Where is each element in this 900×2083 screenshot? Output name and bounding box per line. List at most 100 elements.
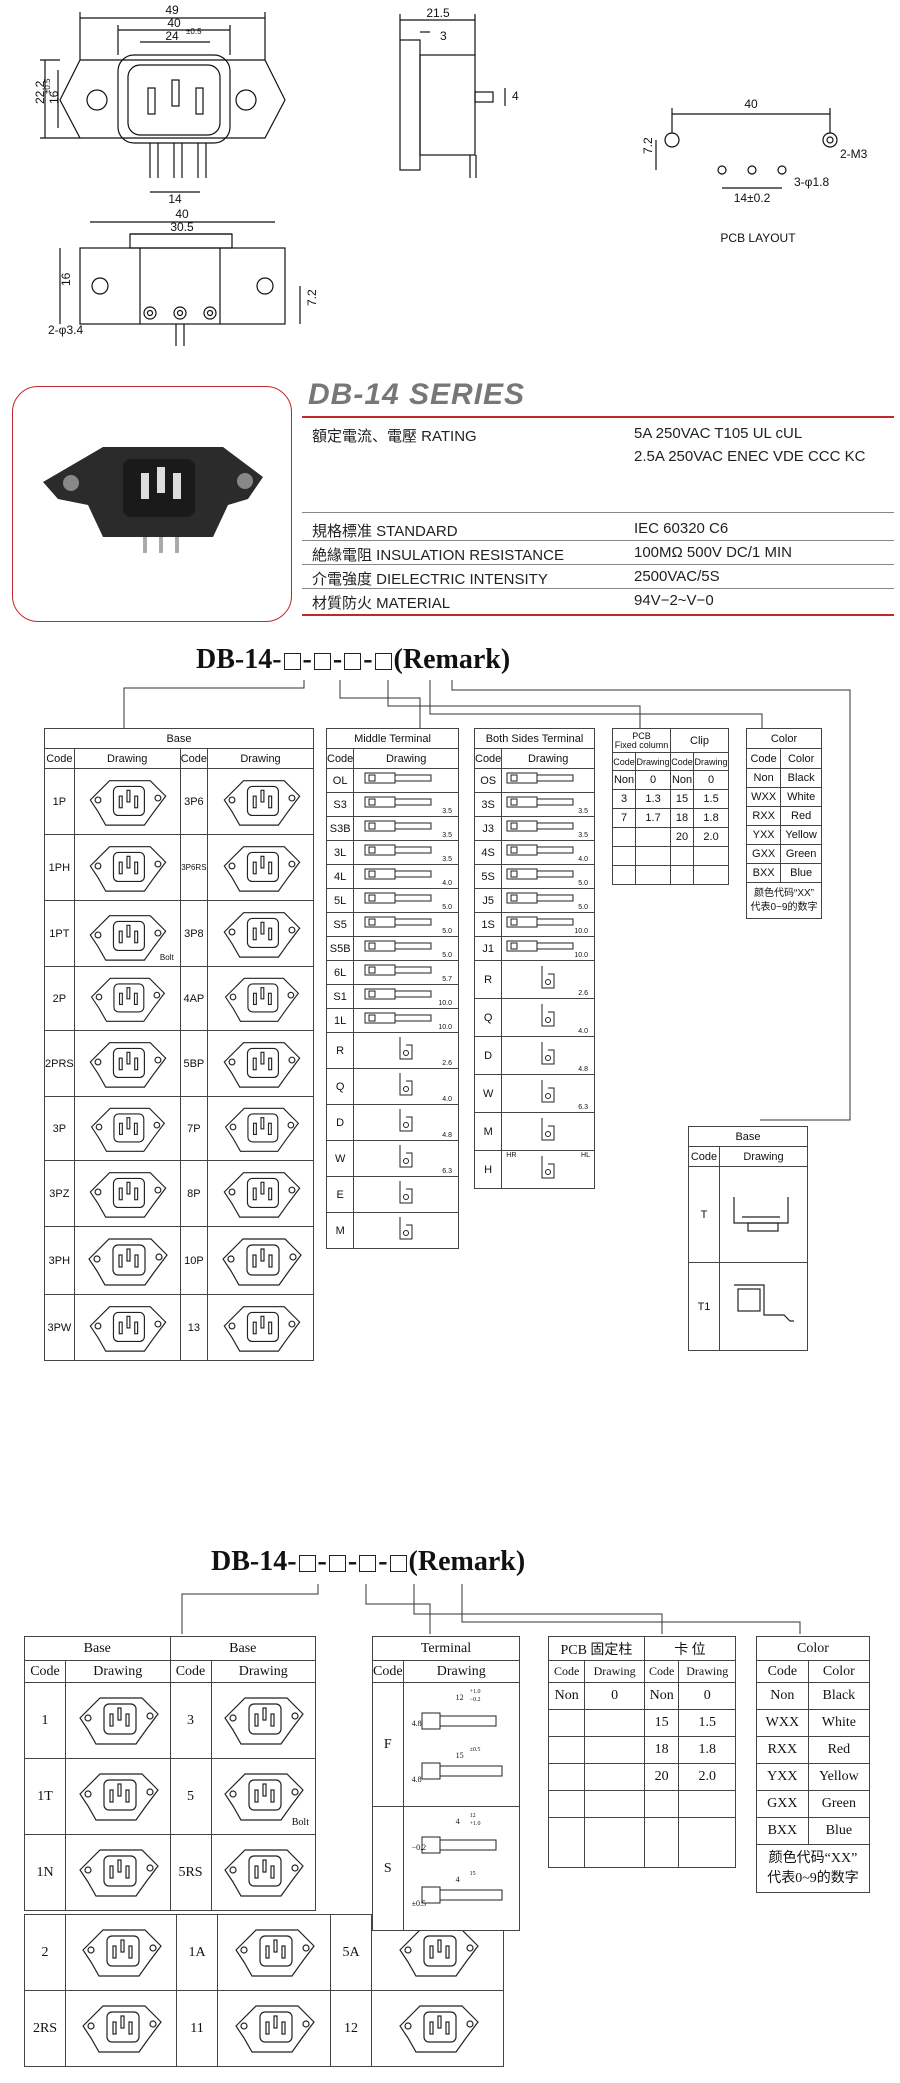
terminal-sketch xyxy=(364,820,432,832)
terminal-dim: 10.0 xyxy=(438,1000,452,1007)
terminal-code: Q xyxy=(473,998,503,1037)
table-cell xyxy=(635,846,671,866)
terminal-sketch xyxy=(506,916,574,928)
terminal-dim: 10.0 xyxy=(574,928,588,935)
base-code: 3P6 xyxy=(179,768,209,835)
base-code: 1N xyxy=(24,1834,66,1911)
svg-text:7.2: 7.2 xyxy=(641,137,655,154)
table-cell: 0 xyxy=(678,1682,736,1710)
table-cell: 4.0 xyxy=(353,864,459,889)
terminal-code: 3S xyxy=(473,792,503,817)
table-cell: Code xyxy=(669,752,695,771)
connector-sketch xyxy=(88,1238,169,1286)
terminal-dim: 6.3 xyxy=(578,1104,588,1111)
base-code: 2RS xyxy=(24,1990,66,2067)
spec-divider xyxy=(302,588,894,589)
terminal-code: 1S xyxy=(473,912,503,937)
svg-text:2-M3: 2-M3 xyxy=(840,147,868,161)
svg-text:22.2: 22.2 xyxy=(33,80,47,104)
base-code: 7P xyxy=(179,1096,209,1161)
base-code: 1A xyxy=(176,1914,218,1991)
table-cell: 3.5 xyxy=(353,816,459,841)
terminal-dim: 10.0 xyxy=(574,952,588,959)
connector-sketch xyxy=(223,1172,300,1218)
connector-sketch xyxy=(82,1929,162,1977)
table-title: Terminal xyxy=(372,1636,520,1661)
table-cell xyxy=(207,1160,314,1227)
bolt-label: Bolt xyxy=(291,1817,309,1828)
product-photo-frame xyxy=(12,386,292,622)
table-cell: Bolt xyxy=(73,900,181,967)
connector-sketch xyxy=(89,914,167,961)
spec-key: 規格標准 STANDARD xyxy=(312,523,458,540)
table-row xyxy=(547,1790,736,1818)
spec-bottom-rule xyxy=(302,614,894,616)
terminal-sketch xyxy=(364,868,432,880)
table-cell xyxy=(501,1112,595,1151)
table-cell xyxy=(73,1096,181,1161)
terminal-code: W xyxy=(473,1074,503,1113)
terminal-sketch xyxy=(506,940,574,952)
table-cell: Blue xyxy=(780,863,822,883)
connector-sketch xyxy=(224,977,299,1022)
svg-text:4: 4 xyxy=(512,89,519,103)
terminal-sketch xyxy=(506,868,574,880)
connector-sketch xyxy=(224,1697,305,1745)
terminal-code: D xyxy=(473,1036,503,1075)
connector-sketch xyxy=(224,1773,305,1821)
table-cell: Code xyxy=(643,1660,680,1683)
connector-sketch xyxy=(78,1697,159,1745)
table-cell: Red xyxy=(780,806,822,826)
product-photo xyxy=(43,447,263,553)
table-cell: RXX xyxy=(745,806,782,826)
table-cell xyxy=(353,768,459,793)
table-row: 2P 4AP xyxy=(44,966,314,1031)
table-cell: Non xyxy=(756,1682,809,1710)
table-cell xyxy=(635,865,671,885)
table-cell: 2.0 xyxy=(693,827,729,847)
base-code: T xyxy=(688,1166,720,1263)
table-cell: Drawing xyxy=(402,1660,521,1683)
base-code: 12 xyxy=(330,1990,372,2067)
terminal-code: 4L xyxy=(325,864,355,889)
table-cell: 15 xyxy=(669,789,695,809)
table-cell: Code xyxy=(24,1660,66,1683)
table-row: R 2.6 xyxy=(325,1032,459,1069)
table-cell xyxy=(678,1817,736,1868)
terminal-code: H xyxy=(473,1150,503,1189)
table-cell: BXX xyxy=(745,863,782,883)
table-cell: 10.0 xyxy=(501,912,595,937)
table-row: 3PW 13 xyxy=(44,1294,314,1361)
terminal-code: R xyxy=(325,1032,355,1069)
table-row: 5L 5.0 xyxy=(325,888,459,913)
table-title: Color xyxy=(746,728,822,749)
table-cell: Non xyxy=(547,1682,586,1710)
table-row: E xyxy=(325,1176,459,1213)
terminal-code: M xyxy=(325,1212,355,1249)
table-cell: Non xyxy=(745,768,782,788)
terminal-sketch xyxy=(506,820,574,832)
terminal-dim: 4.8 xyxy=(442,1132,452,1139)
table-cell: Drawing xyxy=(65,1660,171,1683)
terminal-code: 5L xyxy=(325,888,355,913)
table-cell: 10.0 xyxy=(353,1008,459,1033)
table-row: W 6.3 xyxy=(473,1074,595,1113)
table-row: F 12 +1.0 −0.2 4.8 15 ±0.5 4.8 xyxy=(372,1682,521,1807)
table-cell: 1.3 xyxy=(635,789,671,809)
table-cell xyxy=(669,865,695,885)
spec-value: 2.5A 250VAC ENEC VDE CCC KC xyxy=(634,448,866,465)
table-row: Both Sides Terminal xyxy=(474,728,595,749)
table-cell: Code xyxy=(325,748,355,769)
table-cell: 2.6 xyxy=(353,1032,459,1069)
table-cell: 5.0 xyxy=(353,912,459,937)
clip-sketch xyxy=(541,966,555,989)
